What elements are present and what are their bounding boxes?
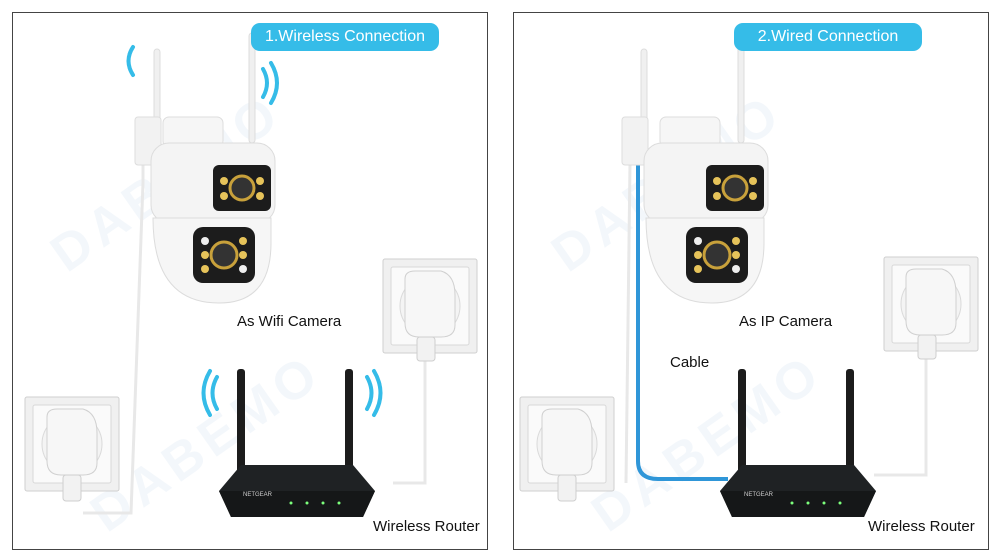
wired-connection-panel: DABEMO DABEMO (513, 12, 989, 550)
camera-icon (621, 32, 769, 304)
camera-icon (134, 32, 276, 304)
ethernet-cable (636, 165, 728, 481)
router-icon: NETGEAR (219, 369, 375, 517)
camera-label: As IP Camera (739, 313, 833, 330)
router-power-cable (393, 353, 427, 485)
power-plug-icon (46, 408, 98, 502)
wireless-diagram-art: NETGEAR (24, 32, 478, 517)
router-icon: NETGEAR (720, 369, 876, 517)
camera-power-cable (624, 162, 632, 484)
camera-label: As Wifi Camera (237, 313, 342, 330)
router-power-cable (874, 353, 928, 477)
router-brand: NETGEAR (744, 492, 774, 498)
wired-diagram-art: NETGEAR (519, 32, 979, 517)
section-title-pill: 1.Wireless Connection (251, 23, 439, 51)
router-label: Wireless Router (373, 518, 480, 535)
cable-label: Cable (670, 354, 710, 371)
wifi-waves-icon (126, 45, 279, 105)
wireless-connection-panel: DABEMO DABEMO (12, 12, 488, 550)
power-plug-icon (541, 408, 593, 502)
camera-power-cable (83, 163, 145, 515)
wifi-waves-icon (201, 369, 383, 417)
power-plug-icon (905, 268, 957, 360)
section-title-pill: 2.Wired Connection (734, 23, 922, 51)
router-label: Wireless Router (868, 518, 975, 535)
power-plug-icon (404, 270, 456, 362)
router-brand: NETGEAR (243, 492, 273, 498)
